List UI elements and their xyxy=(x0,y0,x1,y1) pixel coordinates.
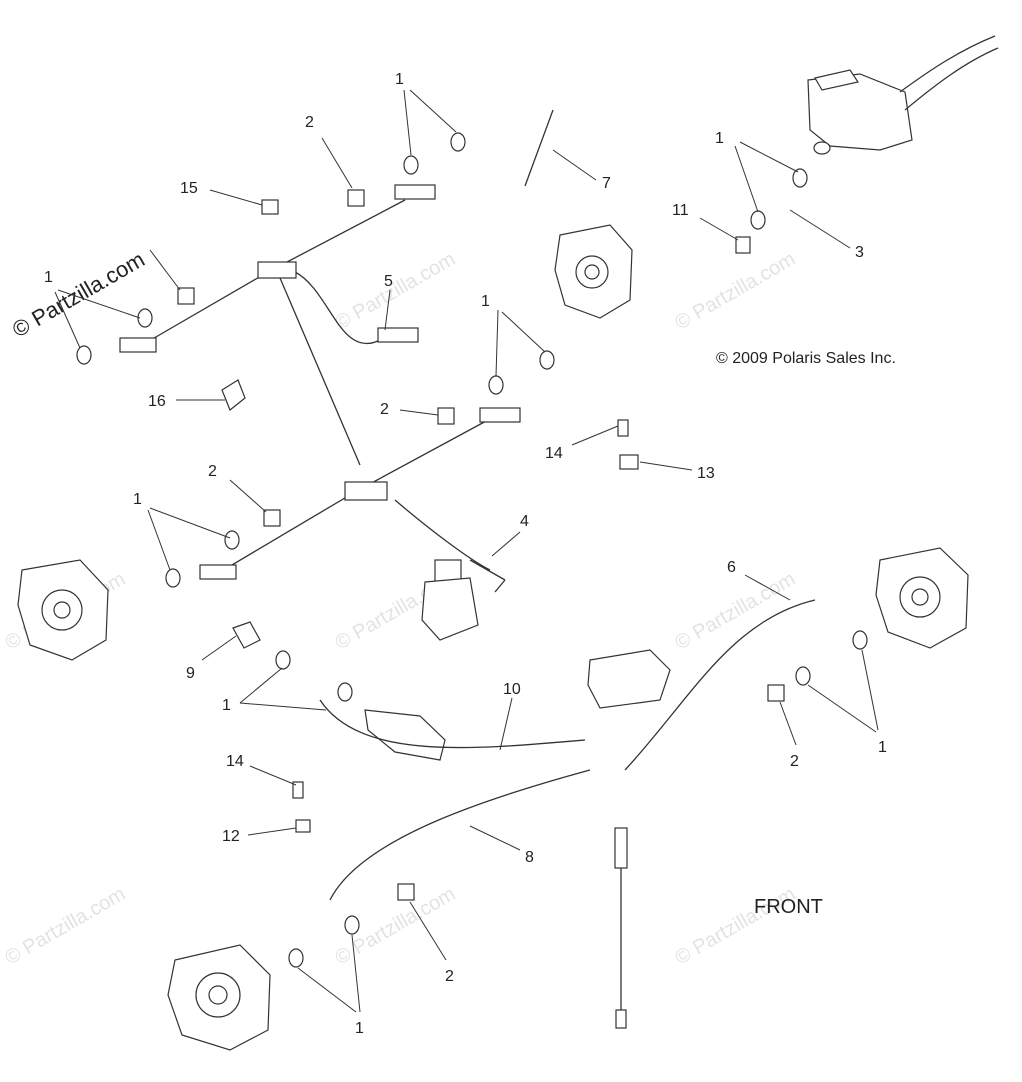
banjo-bolts xyxy=(177,189,785,901)
callout-1: 1 xyxy=(222,697,231,714)
callout-1: 1 xyxy=(481,293,490,310)
front-brake-lines xyxy=(119,184,436,466)
callout-1: 1 xyxy=(355,1020,364,1037)
callout-11: 11 xyxy=(672,202,689,219)
caliper-illustration xyxy=(167,944,271,1051)
callout-2: 2 xyxy=(445,968,454,985)
proportioning-valve-illustration xyxy=(421,559,506,641)
callout-3: 3 xyxy=(855,244,864,261)
watermark: © Partzilla.com xyxy=(332,248,460,334)
part-7-rod xyxy=(524,109,554,187)
front-label: FRONT xyxy=(754,896,823,918)
brake-line-6 xyxy=(624,599,816,771)
callout-14: 14 xyxy=(545,445,563,462)
callout-numbers: 1 2 15 7 1 11 3 1 5 1 16 2 14 13 2 1 4 6… xyxy=(44,71,887,1037)
callout-2: 2 xyxy=(305,114,314,131)
callout-6: 6 xyxy=(727,559,736,576)
callout-8: 8 xyxy=(525,849,534,866)
callout-1: 1 xyxy=(878,739,887,756)
watermark: © Partzilla.com xyxy=(2,883,130,969)
brake-line-8 xyxy=(329,769,591,901)
leader-lines xyxy=(54,89,879,1013)
callout-4: 4 xyxy=(520,513,529,530)
callout-10: 10 xyxy=(503,681,521,698)
middle-brake-lines xyxy=(199,407,521,580)
copyright-notice: © 2009 Polaris Sales Inc. xyxy=(716,350,896,367)
callout-2: 2 xyxy=(380,401,389,418)
rear-master-cylinder-illustration xyxy=(364,649,671,761)
callout-15: 15 xyxy=(180,180,198,197)
callout-1: 1 xyxy=(715,130,724,147)
watermark: © Partzilla.com xyxy=(672,568,800,654)
callout-1: 1 xyxy=(44,269,53,286)
callout-2: 2 xyxy=(790,753,799,770)
washers xyxy=(76,132,868,968)
callout-1: 1 xyxy=(133,491,142,508)
watermark-layer: © Partzilla.com © Partzilla.com © Partzi… xyxy=(2,248,800,969)
caliper-illustration xyxy=(875,547,969,649)
brake-cable-illustration xyxy=(614,827,628,1029)
partzilla-logo-text: © Partzilla.com xyxy=(8,247,149,343)
callout-1: 1 xyxy=(395,71,404,88)
watermark: © Partzilla.com xyxy=(672,248,800,334)
master-cylinder-illustration xyxy=(807,35,999,155)
caliper-illustration xyxy=(17,559,109,661)
brake-line-10 xyxy=(319,699,586,749)
callout-2: 2 xyxy=(208,463,217,480)
callout-7: 7 xyxy=(602,175,611,192)
callout-5: 5 xyxy=(384,273,393,290)
callout-9: 9 xyxy=(186,665,195,682)
callout-16: 16 xyxy=(148,393,166,410)
caliper-illustration xyxy=(554,224,633,319)
callout-12: 12 xyxy=(222,828,240,845)
callout-13: 13 xyxy=(697,465,715,482)
callout-14: 14 xyxy=(226,753,244,770)
